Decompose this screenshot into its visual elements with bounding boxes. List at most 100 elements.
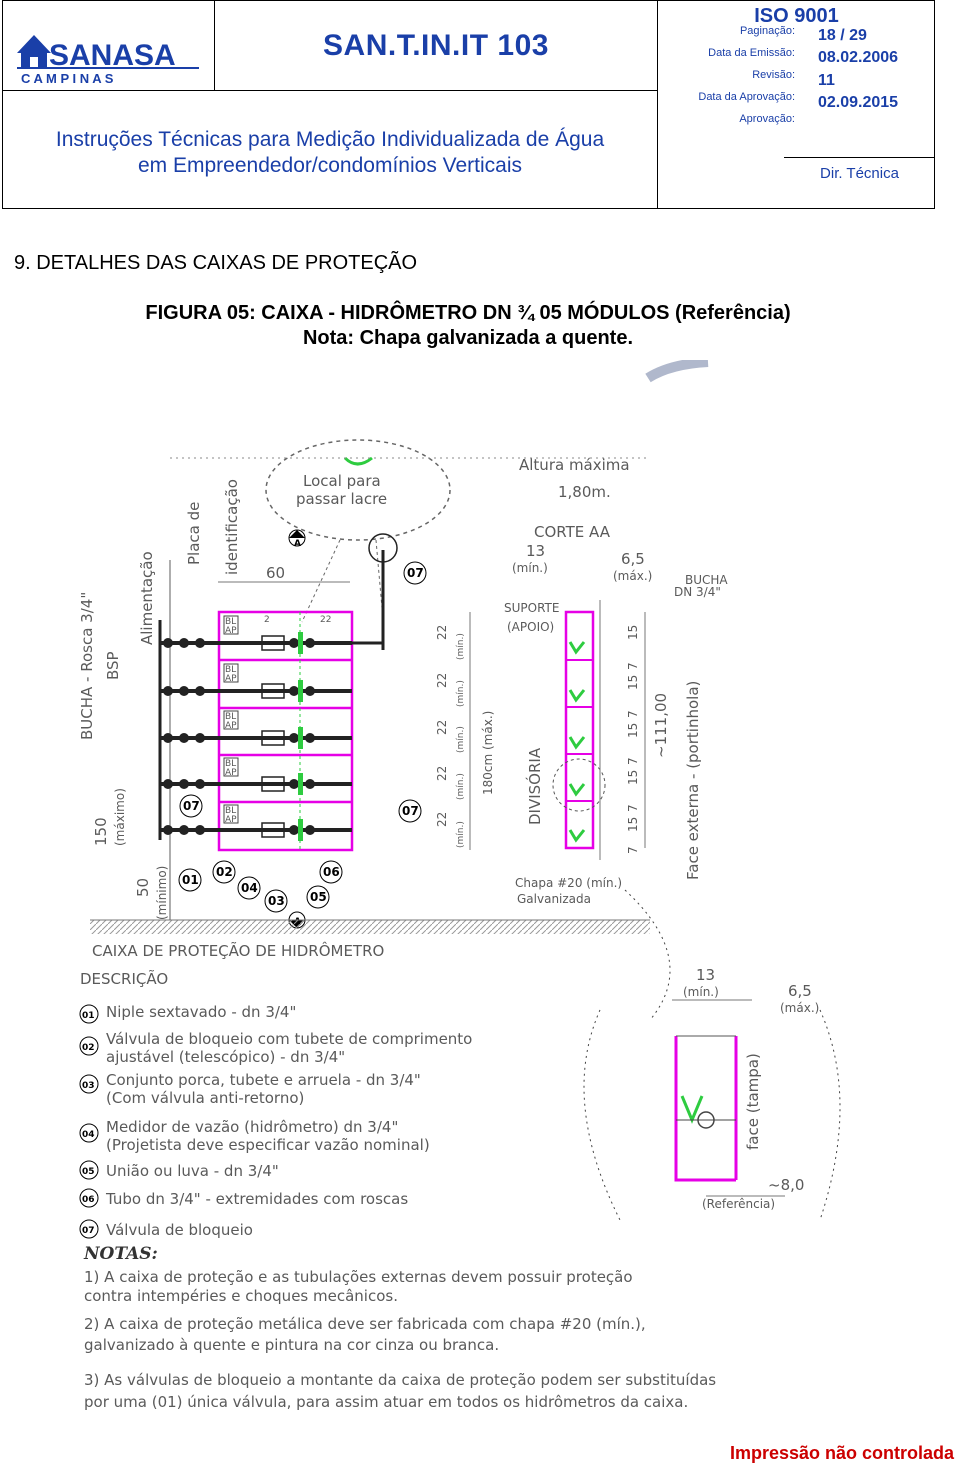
- nota-2-line-2: galvanizado à quente e pintura na cor ci…: [84, 1336, 499, 1354]
- section-mark-top: A: [288, 529, 306, 549]
- notas-title: NOTAS:: [83, 1244, 158, 1264]
- placa-label-1: Placa de: [185, 502, 203, 565]
- document-title-line1: Instruções Técnicas para Medição Individ…: [55, 128, 605, 151]
- suporte-label-1: SUPORTE: [504, 601, 559, 615]
- revision-row: Revisão: 11: [658, 69, 935, 89]
- v-dim-2: 7: [626, 662, 640, 670]
- svg-text:AP: AP: [225, 768, 237, 778]
- dim-2: 2: [264, 615, 270, 625]
- dim-111: ~111,00: [652, 693, 670, 758]
- top-valve: [368, 533, 398, 563]
- dim-min-2: (mín.): [456, 680, 466, 707]
- detail-arc-left: [583, 1009, 621, 1221]
- approval-value: Dir. Técnica: [820, 165, 899, 182]
- document-title-cell: Instruções Técnicas para Medição Individ…: [3, 91, 658, 209]
- svg-text:02: 02: [216, 865, 233, 879]
- v-dim-8: 7: [626, 804, 640, 812]
- nota-1-line-2: contra intempéries e choques mecânicos.: [84, 1287, 398, 1305]
- svg-text:01: 01: [82, 1011, 95, 1021]
- alimentacao-label: Alimentação: [138, 551, 156, 645]
- dim-min-4: (mín.): [456, 773, 466, 800]
- svg-text:AP: AP: [225, 626, 237, 636]
- chapa-label-2: Galvanizada: [517, 892, 591, 906]
- approval-signature-line: [784, 157, 935, 158]
- dim-180: 180cm (máx.): [481, 711, 495, 795]
- svg-text:07: 07: [402, 804, 419, 818]
- section-supports: [568, 641, 586, 843]
- altura-label-1: Altura máxima: [519, 456, 630, 474]
- face-externa-label: Face externa - (portinhola): [684, 681, 702, 880]
- description-item-05: 05 União ou luva - dn 3/4": [79, 1160, 279, 1180]
- detail-dim-13-min: (mín.): [683, 985, 719, 999]
- callout-05: 05: [306, 885, 330, 909]
- svg-text:05: 05: [310, 890, 327, 904]
- svg-text:Tubo dn 3/4" - extremidades co: Tubo dn 3/4" - extremidades com roscas: [105, 1190, 408, 1208]
- bsp-label: BSP: [104, 651, 122, 680]
- svg-text:ajustável (telescópico) - dn 3: ajustável (telescópico) - dn 3/4": [106, 1048, 345, 1066]
- v-dim-3: 15: [626, 675, 640, 690]
- dim-22-min-1: 22: [435, 625, 449, 640]
- document-code: SAN.T.IN.IT 103: [323, 28, 549, 62]
- approval-label: Aprovação:: [739, 113, 795, 125]
- document-meta: ISO 9001 Paginação: 18 / 29 Data da Emis…: [658, 1, 935, 209]
- svg-text:A: A: [294, 539, 301, 549]
- svg-text:BL: BL: [225, 712, 236, 722]
- approval-date-value: 02.09.2015: [818, 94, 899, 111]
- description-item-01: 01 Niple sextavado - dn 3/4": [79, 1003, 296, 1024]
- figure-title: FIGURA 05: CAIXA - HIDRÔMETRO DN ¾ 05 MÓ…: [145, 302, 791, 324]
- svg-text:07: 07: [82, 1226, 95, 1236]
- svg-text:04: 04: [241, 881, 258, 895]
- placa-label-2: identificação: [223, 479, 241, 575]
- detail-arc-right: [819, 1009, 841, 1221]
- revision-value: 11: [818, 72, 835, 89]
- section-dim-65: 6,5: [621, 550, 645, 568]
- figure-note: Nota: Chapa galvanizada a quente.: [302, 327, 634, 349]
- lacre-ellipse: [265, 439, 451, 541]
- technical-drawing: Local para passar lacre Altura máxima 1,…: [0, 360, 960, 1430]
- svg-text:(Projetista deve especificar v: (Projetista deve especificar vazão nomin…: [106, 1136, 430, 1154]
- section-box: [564, 610, 595, 850]
- section-dim-13: 13: [526, 542, 545, 560]
- svg-text:07: 07: [407, 566, 424, 580]
- callout-03: 03: [264, 889, 288, 913]
- svg-text:04: 04: [82, 1130, 95, 1140]
- logo-subtitle: C A M P I N A S: [21, 71, 114, 86]
- dim-22-min-5: 22: [435, 812, 449, 827]
- revision-label: Revisão:: [752, 69, 795, 81]
- svg-text:Medidor de vazão (hidrômetro): Medidor de vazão (hidrômetro) dn 3/4": [106, 1118, 398, 1136]
- callout-07-top: 07: [403, 561, 427, 585]
- emission-row: Data da Emissão: 08.02.2006: [658, 47, 935, 67]
- face-tampa-label: face (tampa): [744, 1053, 762, 1150]
- nota-3-line-1: 3) As válvulas de bloqueio a montante da…: [84, 1371, 716, 1389]
- detail-dim-65-max: (máx.): [780, 1001, 819, 1015]
- svg-text:BL: BL: [225, 665, 236, 675]
- nota-2-line-1: 2) A caixa de proteção metálica deve ser…: [84, 1315, 646, 1333]
- svg-text:03: 03: [82, 1081, 95, 1091]
- nota-3-line-2: por uma (01) única válvula, para assim a…: [84, 1393, 688, 1411]
- footer-uncontrolled-print: Impressão não controlada: [729, 1443, 954, 1463]
- svg-text:(Com válvula anti-retorno): (Com válvula anti-retorno): [106, 1089, 304, 1107]
- lacre-leader-left: [301, 539, 341, 623]
- dim-min-3: (mín.): [456, 726, 466, 753]
- dim-60: 60: [266, 564, 285, 582]
- lacre-label-2: passar lacre: [296, 490, 387, 508]
- dim-min-1: (mín.): [456, 633, 466, 660]
- v-dim-6: 7: [626, 757, 640, 765]
- nota-1-line-1: 1) A caixa de proteção e as tubulações e…: [84, 1268, 633, 1286]
- svg-text:BL: BL: [225, 806, 236, 816]
- lacre-leader-right: [375, 539, 383, 609]
- svg-text:União ou luva - dn 3/4": União ou luva - dn 3/4": [106, 1162, 279, 1180]
- bucha-dn-2: DN 3/4": [674, 585, 721, 599]
- bucha-rosca-label: BUCHA - Rosca 3/4": [78, 592, 96, 740]
- dim-22-min-4: 22: [435, 766, 449, 781]
- pagination-label: Paginação:: [739, 25, 795, 37]
- corte-aa-label: CORTE AA: [534, 523, 611, 541]
- callout-07-left: 07: [179, 794, 203, 818]
- logo-brand: SANASA: [49, 39, 176, 72]
- document-header: SANASA C A M P I N A S SAN.T.IN.IT 103 I…: [2, 0, 935, 209]
- svg-text:02: 02: [82, 1043, 95, 1053]
- detail-box-wall: [674, 1036, 736, 1182]
